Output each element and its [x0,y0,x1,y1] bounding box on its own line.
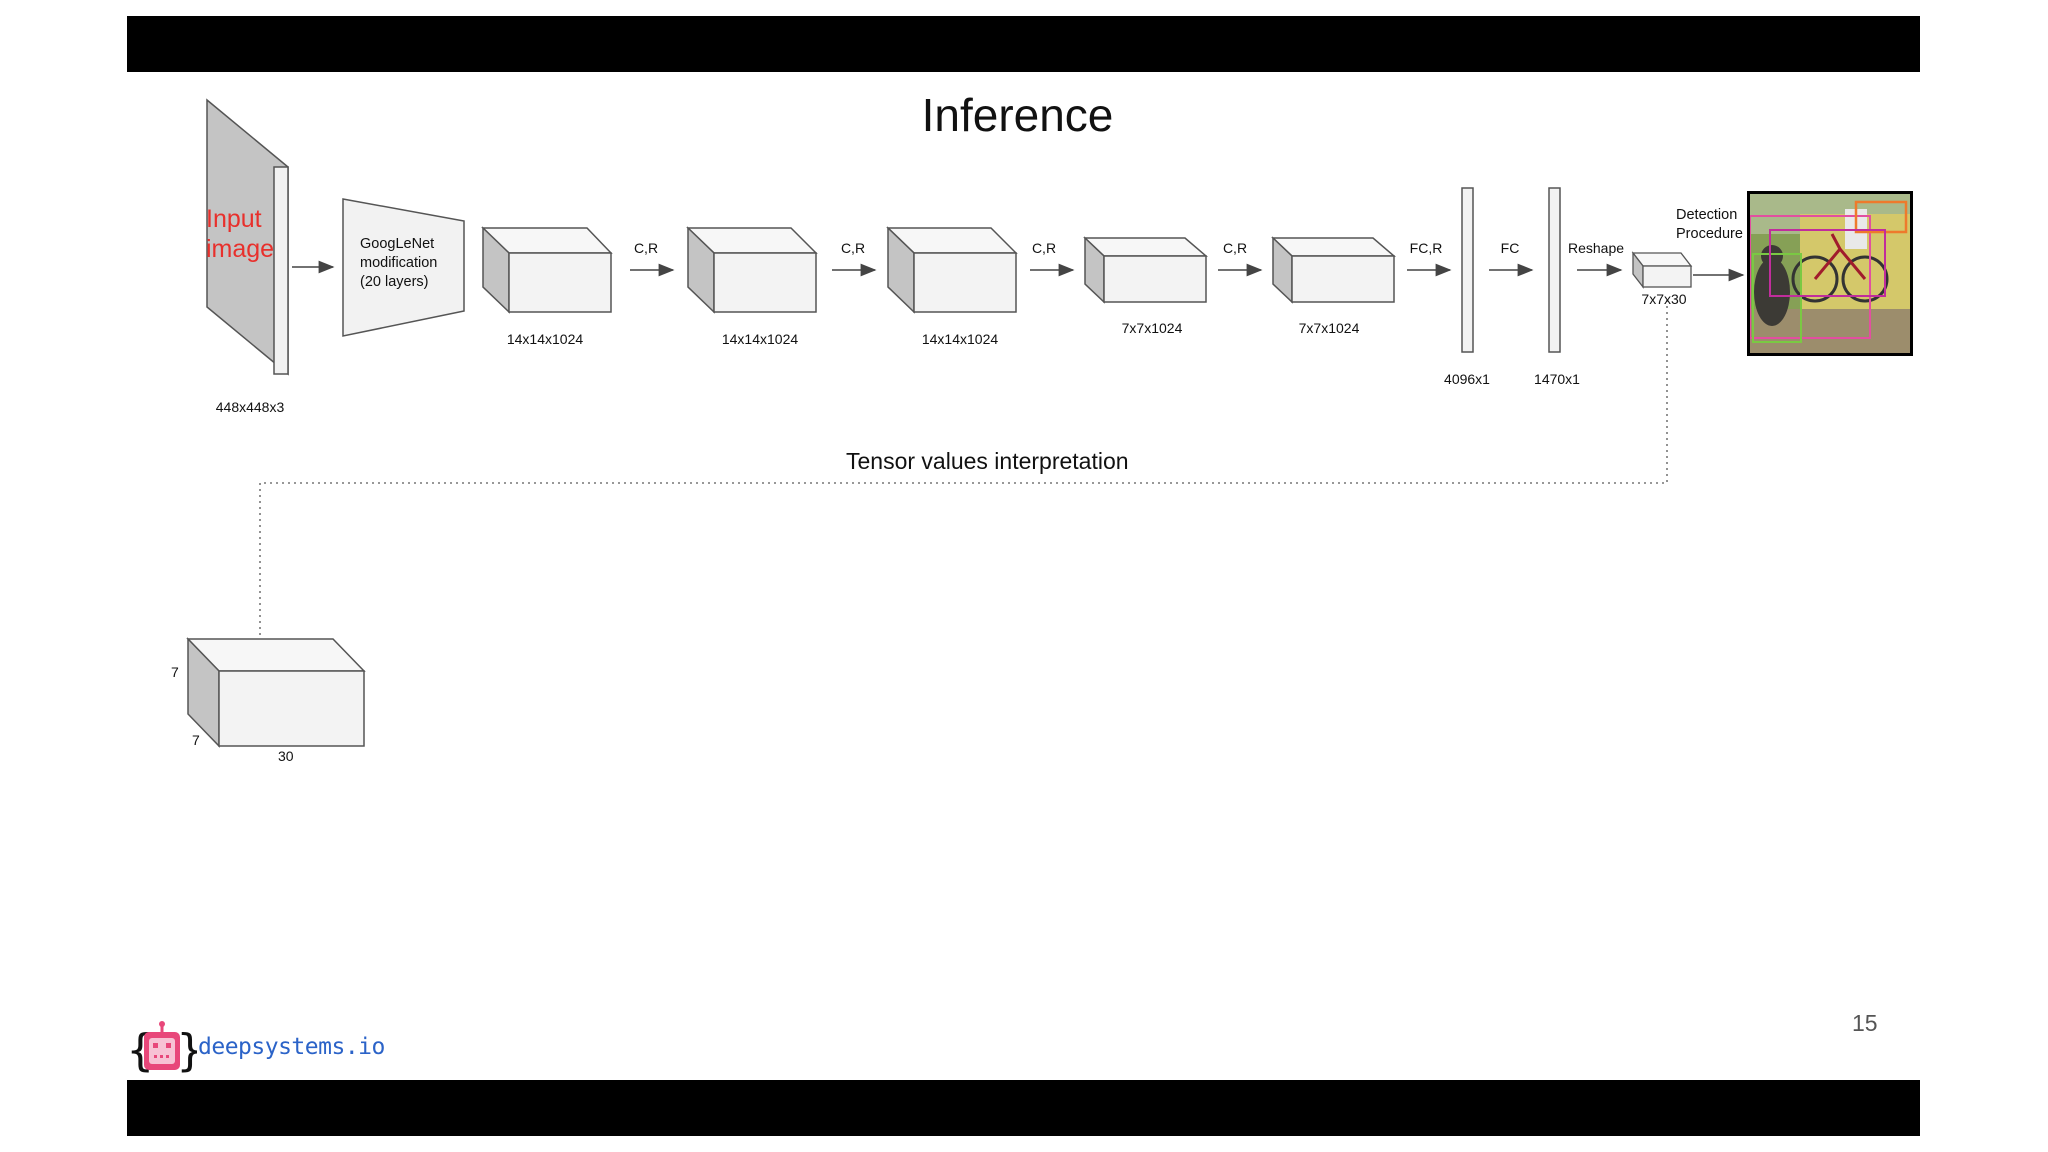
conv-block-1 [483,228,611,312]
googlenet-label: GoogLeNet modification (20 layers) [360,235,437,292]
block-4-dims: 7x7x1024 [1122,320,1183,336]
op-label-7: Reshape [1568,240,1624,256]
block-2-dims: 14x14x1024 [722,331,798,347]
tensor-depth-label: 30 [278,748,294,764]
detection-procedure-label: Detection Procedure [1676,206,1743,244]
fc-2-dims: 1470x1 [1534,371,1580,387]
fc-bar-4096 [1462,188,1473,352]
conv-block-4 [1085,238,1206,302]
output-dims: 7x7x30 [1641,291,1686,307]
conv-block-5 [1273,238,1394,302]
op-label-5: FC,R [1410,240,1443,256]
detection-label-line2: Procedure [1676,225,1743,244]
tensor-height-label: 7 [171,664,179,680]
op-label-3: C,R [1032,240,1056,256]
input-dims-label: 448x448x3 [216,399,285,415]
fc-bar-1470 [1549,188,1560,352]
block-1-dims: 14x14x1024 [507,331,583,347]
detection-label-line1: Detection [1676,206,1743,225]
op-label-1: C,R [634,240,658,256]
output-tensor-small [1633,253,1691,287]
googlenet-label-line2: modification [360,254,437,273]
block-3-dims: 14x14x1024 [922,331,998,347]
detection-result-image [1747,191,1913,356]
op-label-6: FC [1501,240,1520,256]
conv-block-3 [888,228,1016,312]
op-label-2: C,R [841,240,865,256]
input-label-line1: Input [206,204,274,234]
input-image-label: Input image [206,204,274,264]
tensor-interpretation-heading: Tensor values interpretation [846,448,1129,475]
block-5-dims: 7x7x1024 [1299,320,1360,336]
robot-logo-icon: { } [127,1020,197,1080]
op-label-4: C,R [1223,240,1247,256]
input-label-line2: image [206,234,274,264]
logo-text: deepsystems.io [198,1034,385,1060]
tensor-block-7x7x30 [188,639,364,746]
page-number: 15 [1852,1010,1878,1037]
tensor-width-label: 7 [192,732,200,748]
fc-1-dims: 4096x1 [1444,371,1490,387]
googlenet-label-line1: GoogLeNet [360,235,437,254]
googlenet-label-line3: (20 layers) [360,273,437,292]
conv-block-2 [688,228,816,312]
deepsystems-logo: { } deepsystems.io [127,1020,407,1080]
